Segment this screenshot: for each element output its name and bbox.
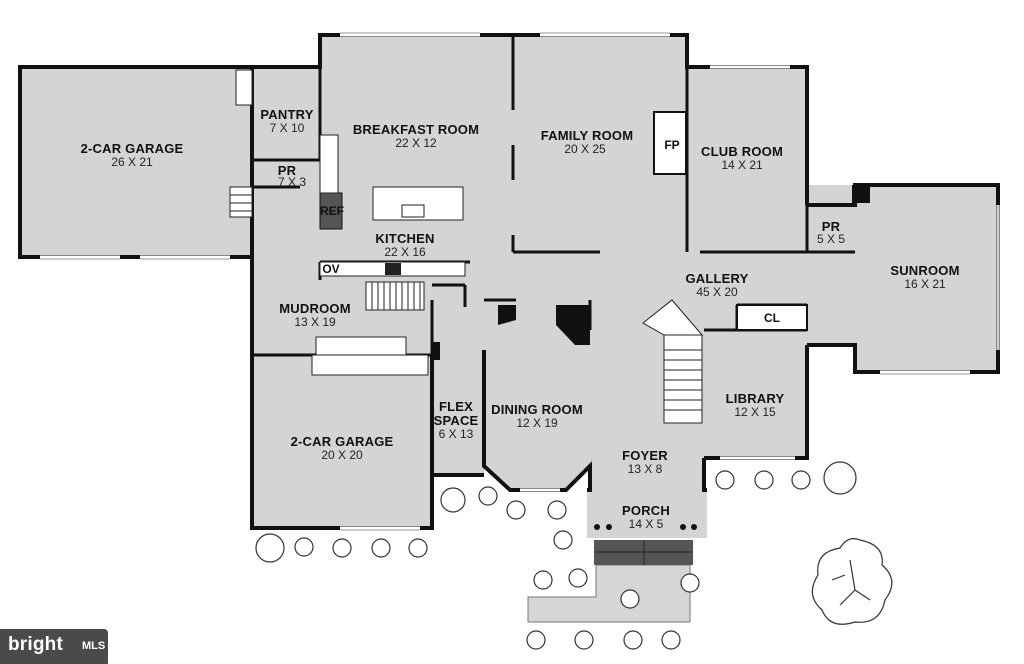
club-name: CLUB ROOM bbox=[701, 144, 783, 159]
bright-mls-logo: bright MLS bbox=[0, 629, 108, 664]
porch-dim: 14 X 5 bbox=[628, 517, 664, 531]
mudroom-bench bbox=[315, 336, 407, 356]
flex-dim: 6 X 13 bbox=[438, 427, 474, 441]
floor-fill bbox=[20, 35, 998, 538]
garage-left-name: 2-CAR GARAGE bbox=[80, 141, 184, 156]
library-dim: 12 X 15 bbox=[734, 405, 776, 419]
gallery-dim: 45 X 20 bbox=[696, 285, 738, 299]
sunroom-dim: 16 X 21 bbox=[904, 277, 946, 291]
fp-box bbox=[653, 111, 687, 175]
ref-tag: REF bbox=[320, 204, 344, 218]
dining-name: DINING ROOM bbox=[491, 402, 583, 417]
club-dim: 14 X 21 bbox=[721, 158, 763, 172]
library-name: LIBRARY bbox=[725, 391, 785, 406]
porch-columns bbox=[594, 524, 697, 530]
garage-step bbox=[311, 354, 429, 376]
pr-right-name: PR bbox=[821, 219, 841, 234]
window-sills bbox=[40, 32, 999, 531]
foyer-name: FOYER bbox=[622, 448, 668, 463]
counter bbox=[319, 134, 339, 194]
logo-sub: MLS bbox=[82, 640, 106, 652]
oven-tag: OV bbox=[322, 262, 340, 276]
logo-text: bright bbox=[8, 634, 64, 655]
porch-name: PORCH bbox=[622, 503, 670, 518]
porch-steps bbox=[594, 540, 693, 565]
kitchen-name: KITCHEN bbox=[375, 231, 435, 246]
garage-bottom-name: 2-CAR GARAGE bbox=[290, 434, 394, 449]
pantry-dim: 7 X 10 bbox=[269, 121, 305, 135]
gallery-name: GALLERY bbox=[685, 271, 749, 286]
mudroom-dim: 13 X 19 bbox=[294, 315, 336, 329]
breakfast-name: BREAKFAST ROOM bbox=[352, 122, 480, 137]
walkway bbox=[527, 564, 691, 623]
pantry-name: PANTRY bbox=[260, 107, 314, 122]
mudroom-name: MUDROOM bbox=[279, 301, 351, 316]
closet bbox=[736, 304, 808, 331]
foyer-dim: 13 X 8 bbox=[627, 462, 663, 476]
large-tree bbox=[811, 538, 893, 625]
fireplace-masonry bbox=[432, 185, 870, 360]
garage-left-dim: 26 X 21 bbox=[111, 155, 153, 169]
kitchen-dim: 22 X 16 bbox=[384, 245, 426, 259]
breakfast-dim: 22 X 12 bbox=[395, 136, 437, 150]
back-stairs bbox=[365, 281, 425, 311]
pr-left-name: PR bbox=[277, 163, 297, 178]
family-name: FAMILY ROOM bbox=[540, 128, 634, 143]
pantry-shelf bbox=[235, 69, 253, 106]
family-dim: 20 X 25 bbox=[564, 142, 606, 156]
cooktop bbox=[385, 263, 401, 275]
closet-tag: CL bbox=[764, 311, 780, 325]
dining-dim: 12 X 19 bbox=[516, 416, 558, 430]
pr-right-dim: 5 X 5 bbox=[816, 232, 846, 246]
main-stairs bbox=[642, 299, 704, 424]
island-sink bbox=[401, 204, 425, 218]
pr-left-dim: 7 X 3 bbox=[277, 175, 307, 189]
garage-stairs bbox=[229, 186, 253, 218]
flex-name: FLEX bbox=[438, 399, 474, 414]
fireplace-tag: FP bbox=[664, 138, 680, 152]
sunroom-name: SUNROOM bbox=[890, 263, 960, 278]
garage-bottom-dim: 20 X 20 bbox=[321, 448, 363, 462]
flex-name-2: SPACE bbox=[433, 413, 479, 428]
shrubs bbox=[255, 461, 857, 650]
